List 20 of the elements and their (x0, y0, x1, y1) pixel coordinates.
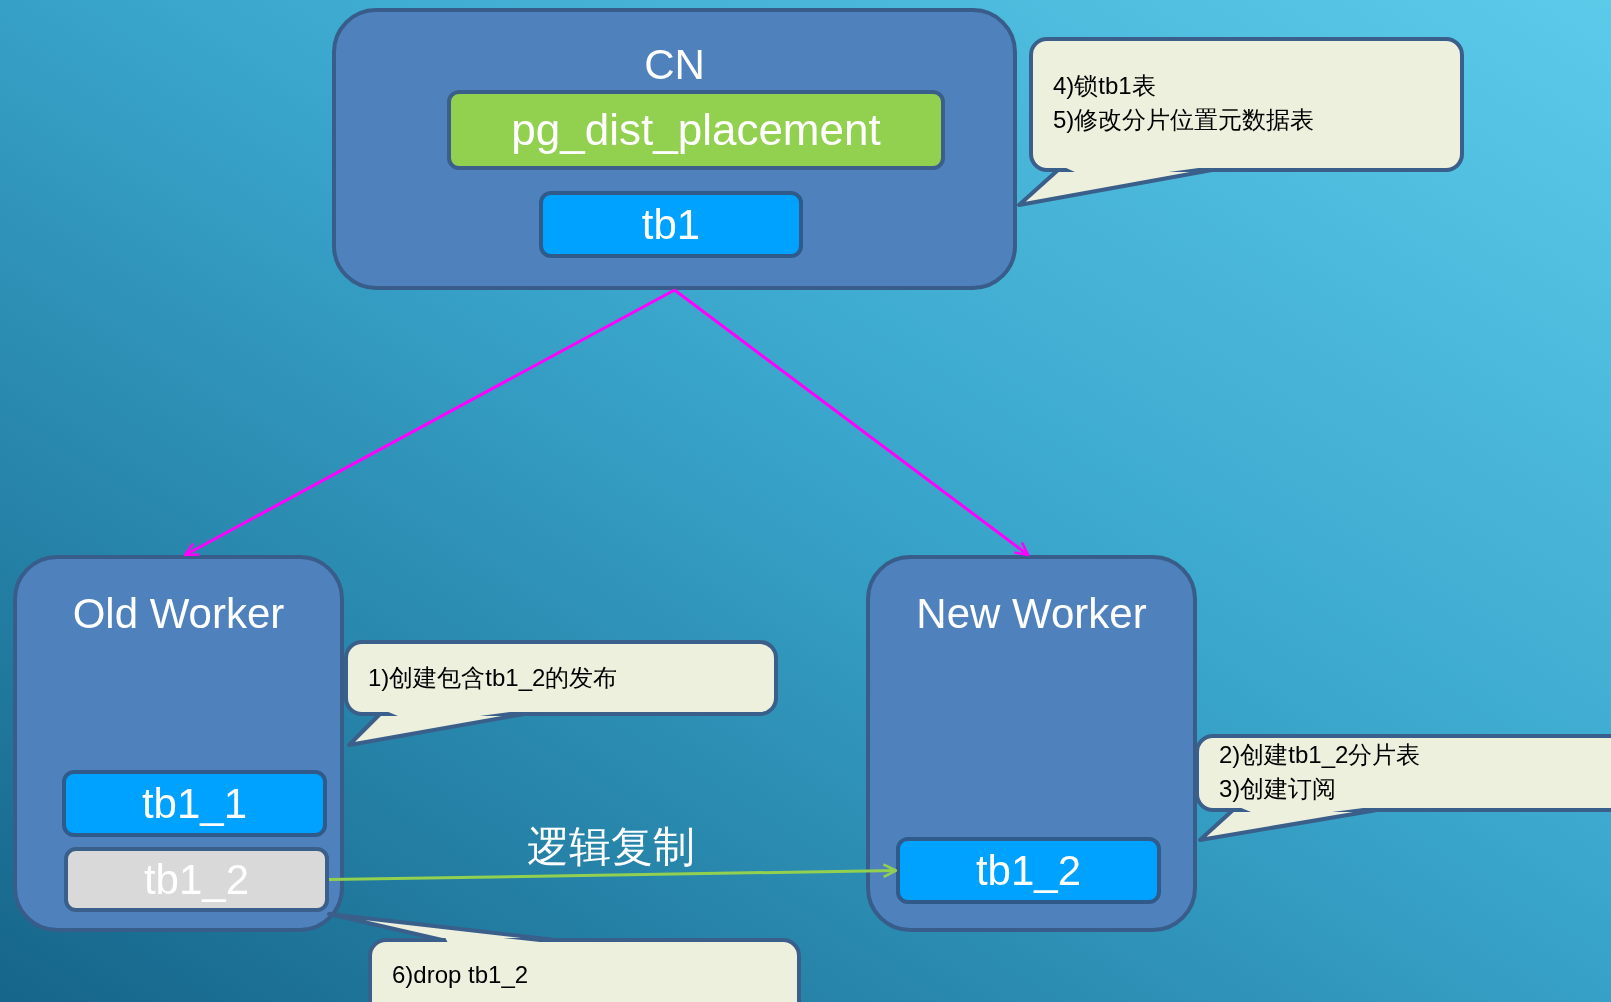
server-label: Old Worker (72, 589, 285, 639)
callout-text: 4)锁tb1表 (1053, 71, 1157, 101)
table-block: tb1 (539, 191, 803, 258)
arrow (673, 288, 1030, 557)
arrow (328, 863, 898, 881)
callout-text: 2)创建tb1_2分片表 (1219, 740, 1421, 770)
table-block: tb1_1 (62, 770, 327, 837)
table-block: tb1_2 (896, 837, 1161, 904)
server-box (13, 555, 344, 932)
server-box (866, 555, 1197, 932)
edge-label: 逻辑复制 (527, 821, 695, 872)
server-box (332, 8, 1017, 290)
arrow (183, 288, 676, 557)
server-label: CN (644, 40, 705, 90)
server-label: New Worker (916, 589, 1147, 639)
callout-text: 5)修改分片位置元数据表 (1053, 105, 1315, 135)
callout-text: 6)drop tb1_2 (392, 960, 529, 990)
callout-text: 1)创建包含tb1_2的发布 (368, 663, 618, 693)
table-block: pg_dist_placement (447, 90, 945, 170)
callout-text: 3)创建订阅 (1219, 774, 1338, 804)
